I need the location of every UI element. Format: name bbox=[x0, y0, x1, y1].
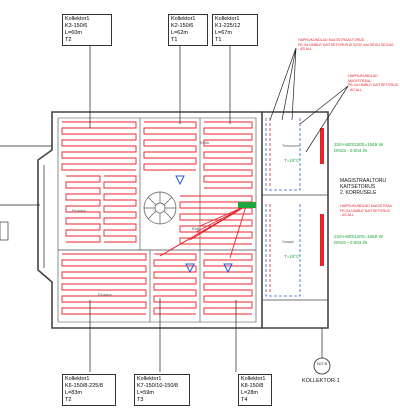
note-title: HAPRUKUNDLAD MAGISTRAALTORUD bbox=[298, 38, 365, 42]
collector-box-k2: Kollektor1 K2-150/6 L=62m T1 bbox=[168, 14, 208, 46]
collector-zone: T4 bbox=[241, 397, 248, 403]
room-label-right2: Garaaž bbox=[282, 240, 294, 244]
note-extra: - AS ALL bbox=[298, 47, 312, 51]
collector-title: Kollektor1 bbox=[171, 16, 196, 22]
collector-title: Kollektor1 bbox=[215, 16, 240, 22]
building-walls bbox=[37, 111, 329, 329]
radiator-label-1: 22/H-600/1200=1559 W DN15 - 0.004 l/s bbox=[334, 142, 400, 154]
note-kaitsetorus: MAGISTRAALTORU KAITSETORUS 2. KORRUSELE bbox=[340, 178, 400, 196]
collector-length: L=59m bbox=[137, 390, 154, 396]
note-extra: - AS ALL bbox=[340, 213, 354, 217]
room-temp-right2: T=18°C bbox=[284, 254, 300, 259]
collector-code: K1-225/12 bbox=[215, 23, 241, 29]
room-label-right1: Tehnoruum bbox=[282, 144, 300, 148]
collector-code: K7-150/10-150/8 bbox=[137, 383, 178, 389]
collector-zone: T1 bbox=[171, 37, 178, 43]
note-title: HAPRUKUNDLAD MAGISTRAAL bbox=[348, 74, 378, 83]
collector-length: L=28m bbox=[241, 390, 258, 396]
room-temp-right1: T=18°C bbox=[284, 158, 300, 163]
collector-name: KOLLEKTOR-1 bbox=[302, 378, 340, 384]
note-line: 2. KORRUSELE bbox=[340, 190, 377, 196]
radiator-spec: 22/H-600/1200=1559 W bbox=[334, 234, 383, 239]
radiator-2 bbox=[320, 214, 324, 266]
collector-box-k3: Kollektor1 K3-150/6 L=60m T2 bbox=[62, 14, 112, 46]
collector-box-k7: Kollektor1 K7-150/10-150/8 L=59m T3 bbox=[134, 374, 190, 406]
manifold bbox=[238, 202, 256, 208]
collector-code: K2-150/6 bbox=[171, 23, 194, 29]
collector-code: K8-150/8 bbox=[241, 383, 264, 389]
collector-title: Kollektor1 bbox=[65, 376, 90, 382]
collector-zone: T2 bbox=[65, 397, 72, 403]
note-sub: PE-Xa ÜMBLE KAITSETORUS bbox=[348, 83, 399, 87]
note-magistral-1: HAPRUKUNDLAD MAGISTRAALTORUD PE-Xa ÜMBLE… bbox=[298, 38, 398, 52]
collector-mark: NJT-B bbox=[317, 362, 327, 366]
radiator-spec: 22/H-600/1200=1559 W bbox=[334, 142, 383, 147]
collector-title: Kollektor1 bbox=[65, 16, 90, 22]
room-label-hall: Esik bbox=[192, 226, 200, 231]
spiral-stair bbox=[143, 191, 177, 225]
collector-length: L=67m bbox=[215, 30, 232, 36]
collector-length: L=60m bbox=[65, 30, 82, 36]
note-title: HAPRUKUNDLAD MAGISTRAA bbox=[340, 204, 392, 208]
collector-code: K6-150/8-225/8 bbox=[65, 383, 103, 389]
collector-box-k1: Kollektor1 K1-225/12 L=67m T1 bbox=[212, 14, 258, 46]
note-line: KAITSETORUS bbox=[340, 184, 376, 190]
note-line: MAGISTRAALTORU bbox=[340, 178, 386, 184]
radiator-label-2: 22/H-600/1200=1559 W DN15 - 0.004 l/s bbox=[334, 234, 400, 246]
collector-circle bbox=[313, 357, 331, 375]
note-magistral-2: HAPRUKUNDLAD MAGISTRAAL PE-Xa ÜMBLE KAIT… bbox=[348, 74, 400, 92]
collector-code: K3-150/6 bbox=[65, 23, 88, 29]
room-label-left: Elutuba bbox=[72, 208, 86, 213]
collector-length: L=83m bbox=[65, 390, 82, 396]
collector-title: Kollektor1 bbox=[241, 376, 266, 382]
collector-zone: T3 bbox=[137, 397, 144, 403]
heating-loops bbox=[61, 121, 253, 315]
collector-zone: T2 bbox=[65, 37, 72, 43]
collector-box-k6: Kollektor1 K6-150/8-225/8 L=83m T2 bbox=[62, 374, 116, 406]
leader-lines bbox=[0, 46, 349, 372]
service-lines bbox=[265, 118, 301, 297]
collector-title: Kollektor1 bbox=[137, 376, 162, 382]
note-magistral-3: HAPRUKUNDLAD MAGISTRAA PE-Xa ÜMBLE KAITS… bbox=[340, 204, 400, 218]
collector-zone: T1 bbox=[215, 37, 222, 43]
room-label-kitchen: Köök bbox=[200, 140, 210, 145]
left-note-box bbox=[0, 221, 9, 241]
note-sub: PE-Xa ÜMBLE KAITSETORUS bbox=[340, 208, 391, 213]
note-sub: PE-Xa ÜMBLE KAITSETORUS Ø 32/32 mm SEGU … bbox=[298, 42, 394, 47]
radiator-dn: DN15 - 0.004 l/s bbox=[334, 240, 368, 245]
radiator-dn: DN15 - 0.004 l/s bbox=[334, 148, 368, 153]
note-extra: - AS ALL bbox=[348, 87, 362, 92]
collector-box-k8: Kollektor1 K8-150/8 L=28m T4 bbox=[238, 374, 272, 406]
room-label-bottom: Elutuba bbox=[98, 292, 112, 297]
collector-length: L=62m bbox=[171, 30, 188, 36]
radiator-1 bbox=[320, 128, 324, 164]
temp-markers bbox=[175, 175, 233, 274]
